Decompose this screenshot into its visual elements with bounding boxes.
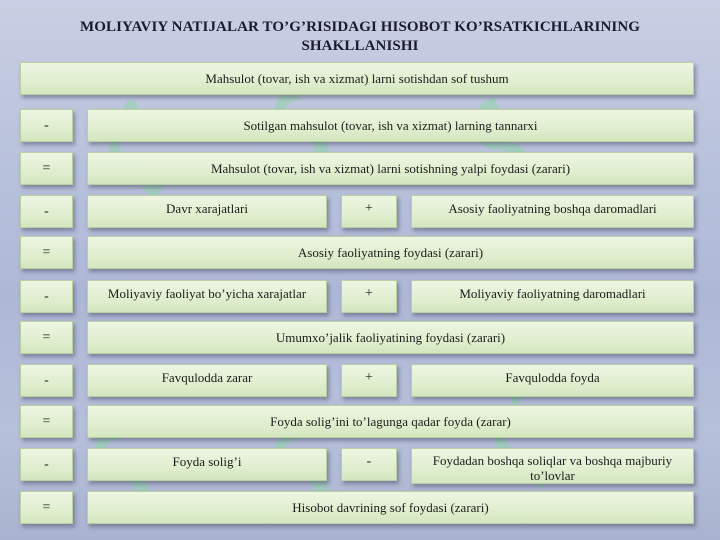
box-label: Mahsulot (tovar, ish va xizmat) larni so… [205, 71, 509, 86]
box-label: Foyda solig’i [172, 454, 242, 469]
box-label: Foydadan boshqa soliqlar va boshqa majbu… [432, 453, 673, 483]
box-label: Umumxo’jalik faoliyatining foydasi (zara… [275, 330, 506, 345]
box-label: Asosiy faoliyatning foydasi (zarari) [297, 245, 484, 260]
operator-label: + [365, 201, 373, 216]
financial-expenses-box: Moliyaviy faoliyat bo’yicha xarajatlar [87, 280, 327, 313]
operator-label: - [44, 118, 49, 133]
period-expenses-box: Davr xarajatlari [87, 195, 327, 228]
operator-minus: - [20, 195, 73, 228]
operating-profit-box: Asosiy faoliyatning foydasi (zarari) [87, 236, 694, 269]
operator-equals: = [20, 236, 73, 269]
operator-minus: - [341, 448, 397, 481]
box-label: Mahsulot (tovar, ish va xizmat) larni so… [210, 161, 571, 176]
box-label: Foyda solig’ini to’lagunga qadar foyda (… [270, 414, 511, 429]
operator-label: + [365, 286, 373, 301]
operator-equals: = [20, 321, 73, 354]
operator-plus: + [341, 195, 397, 228]
income-tax-box: Foyda solig’i [87, 448, 327, 481]
operator-equals: = [20, 491, 73, 524]
operator-minus: - [20, 448, 73, 481]
operator-label: = [42, 414, 51, 429]
operator-minus: - [20, 364, 73, 397]
operator-label: + [365, 370, 373, 385]
box-label: Sotilgan mahsulot (tovar, ish va xizmat)… [243, 118, 538, 133]
general-profit-box: Umumxo’jalik faoliyatining foydasi (zara… [87, 321, 694, 354]
operator-minus: - [20, 109, 73, 142]
net-profit-box: Hisobot davrining sof foydasi (zarari) [87, 491, 694, 524]
operator-label: - [44, 457, 49, 472]
operator-label: - [366, 454, 372, 469]
box-label: Davr xarajatlari [166, 201, 248, 216]
operator-label: - [44, 373, 49, 388]
operator-equals: = [20, 405, 73, 438]
other-taxes-box: Foydadan boshqa soliqlar va boshqa majbu… [411, 448, 694, 484]
revenue-box: Mahsulot (tovar, ish va xizmat) larni so… [20, 62, 694, 95]
extraordinary-gain-box: Favqulodda foyda [411, 364, 694, 397]
box-label: Favqulodda foyda [505, 370, 600, 385]
operator-label: = [42, 161, 51, 176]
financial-income-box: Moliyaviy faoliyatning daromadlari [411, 280, 694, 313]
operator-label: - [44, 204, 49, 219]
operator-label: - [44, 289, 49, 304]
box-label: Favqulodda zarar [161, 370, 253, 385]
operator-label: = [42, 245, 51, 260]
operator-plus: + [341, 280, 397, 313]
box-label: Hisobot davrining sof foydasi (zarari) [292, 500, 489, 515]
box-label: Moliyaviy faoliyatning daromadlari [459, 286, 646, 301]
box-label: Moliyaviy faoliyat bo’yicha xarajatlar [107, 286, 307, 301]
box-label: Asosiy faoliyatning boshqa daromadlari [448, 201, 657, 216]
operator-plus: + [341, 364, 397, 397]
page-title: MOLIYAVIY NATIJALAR TO’G’RISIDAGI HISOBO… [79, 19, 641, 54]
operator-label: = [42, 500, 51, 515]
cost-of-sales-box: Sotilgan mahsulot (tovar, ish va xizmat)… [87, 109, 694, 142]
other-operating-income-box: Asosiy faoliyatning boshqa daromadlari [411, 195, 694, 228]
operator-label: = [42, 330, 51, 345]
gross-profit-box: Mahsulot (tovar, ish va xizmat) larni so… [87, 152, 694, 185]
pretax-profit-box: Foyda solig’ini to’lagunga qadar foyda (… [87, 405, 694, 438]
operator-equals: = [20, 152, 73, 185]
extraordinary-loss-box: Favqulodda zarar [87, 364, 327, 397]
operator-minus: - [20, 280, 73, 313]
